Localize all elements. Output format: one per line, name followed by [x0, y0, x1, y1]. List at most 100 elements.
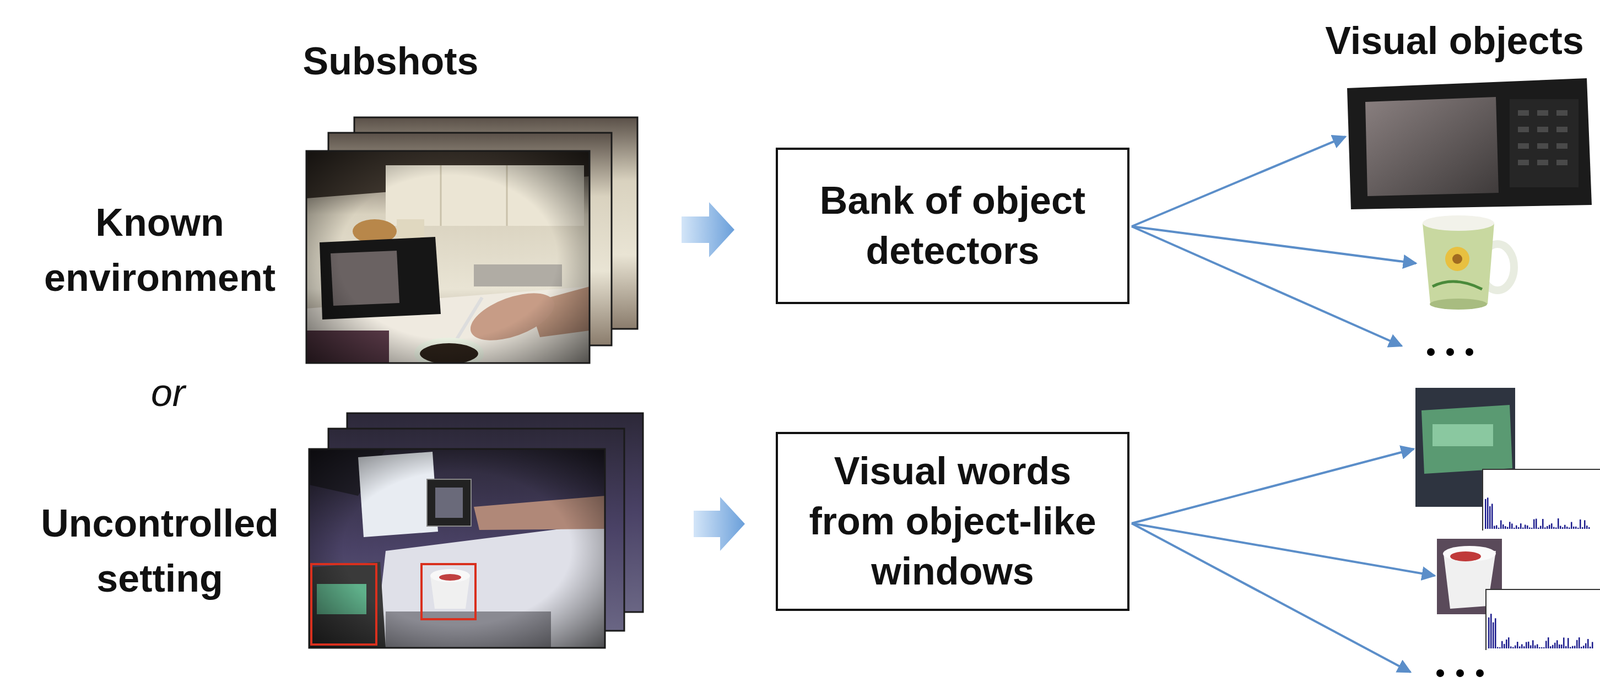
histogram-bar — [1588, 527, 1591, 529]
subshot-frames — [306, 150, 590, 364]
histogram-bar — [1524, 525, 1527, 529]
histogram-bar — [1548, 525, 1551, 529]
histogram-bar — [1515, 525, 1518, 529]
histogram-bar — [1488, 617, 1490, 649]
histogram-bar — [1581, 527, 1584, 529]
histogram-bar — [1521, 644, 1523, 649]
histogram-bar — [1544, 527, 1547, 529]
histogram-bar — [1498, 527, 1500, 529]
histogram-bar — [1528, 527, 1531, 529]
ellipsis-dots — [1456, 669, 1464, 678]
histogram-bar — [1573, 526, 1575, 529]
cup-picture — [1422, 215, 1495, 231]
fanout-arrows — [1131, 136, 1346, 227]
histogram-bar — [1552, 645, 1554, 649]
ellipsis-dots — [1476, 669, 1484, 678]
histogram-bar — [1558, 644, 1561, 649]
microwave-picture — [1347, 78, 1592, 210]
histogram-bar — [1534, 645, 1537, 649]
histogram-bar — [1527, 641, 1530, 649]
histogram-bar — [1546, 526, 1549, 529]
histogram-bar — [1512, 647, 1515, 649]
histogram-bar — [1519, 646, 1521, 649]
microwave-picture — [1537, 143, 1549, 149]
histogram-bar — [1516, 641, 1519, 649]
histogram-bar — [1494, 618, 1497, 649]
histogram-bar — [1587, 639, 1589, 649]
histogram-bar — [1557, 518, 1560, 529]
histogram-bar — [1495, 525, 1498, 529]
histogram-bar — [1556, 640, 1559, 649]
histogram-bar — [1522, 527, 1524, 529]
histogram-bar — [1568, 527, 1571, 529]
histogram-bar — [1504, 526, 1507, 529]
histogram-bar — [1520, 523, 1522, 529]
histogram-bar — [1555, 527, 1558, 529]
histogram-bar — [1575, 526, 1577, 529]
cup-picture — [1429, 298, 1488, 310]
histogram-bar — [1523, 646, 1526, 649]
histogram-bar — [1550, 523, 1553, 529]
histogram-bar — [1538, 647, 1541, 649]
microwave-picture — [1517, 126, 1529, 133]
histogram-bar — [1537, 527, 1540, 529]
cup-picture — [1445, 246, 1470, 272]
histogram-bar — [1491, 503, 1494, 529]
column-label: or — [85, 365, 251, 421]
histogram-bar — [1502, 524, 1505, 529]
microwave-picture — [1509, 99, 1579, 188]
microwave-picture — [1537, 110, 1549, 116]
histogram-bar — [1503, 644, 1506, 649]
microwave-picture — [1537, 126, 1549, 133]
histogram-bar — [1509, 521, 1511, 529]
ellipsis-dots — [1426, 348, 1435, 356]
histogram-bar — [1576, 640, 1578, 649]
microwave-picture — [1365, 96, 1499, 197]
box-text: Visual words from object-like windows — [790, 446, 1116, 597]
block-arrow — [693, 496, 745, 551]
ellipsis-dots — [1465, 348, 1474, 356]
histogram-bar — [1499, 647, 1501, 649]
process-box: Visual words from object-like windows — [775, 431, 1130, 612]
histogram-bar — [1533, 519, 1535, 529]
column-label: Visual objects — [1316, 13, 1593, 69]
microwave-picture — [1556, 159, 1568, 166]
histogram-bar — [1484, 499, 1487, 529]
patch-picture — [1450, 551, 1481, 562]
column-label: Subshots — [225, 33, 556, 89]
histogram-bar — [1493, 526, 1496, 529]
subshot-frames — [309, 449, 605, 648]
fanout-arrows — [1131, 523, 1435, 576]
histogram-bar — [1535, 519, 1538, 529]
histogram-bar — [1553, 527, 1555, 529]
histogram-bar — [1566, 526, 1569, 529]
subshot-frames — [311, 564, 377, 645]
cup-picture — [1422, 223, 1495, 305]
microwave-picture — [1556, 110, 1568, 116]
histogram-bar — [1513, 527, 1516, 529]
histogram-bar — [1541, 647, 1543, 649]
histogram-bar — [1564, 525, 1566, 529]
histogram-bar — [1526, 525, 1529, 529]
histogram-bar — [1567, 638, 1570, 649]
histogram-bar — [1492, 622, 1495, 649]
histogram-bar — [1559, 526, 1562, 529]
histogram-bar — [1547, 637, 1550, 649]
histogram-bar — [1530, 645, 1532, 649]
subshot-frames — [306, 150, 590, 364]
microwave-picture — [1556, 126, 1568, 133]
cup-picture — [1422, 215, 1515, 310]
histogram-bar — [1571, 646, 1574, 649]
histogram — [1485, 589, 1600, 651]
process-box: Bank of object detectors — [775, 147, 1130, 305]
histogram-bar — [1501, 641, 1504, 649]
histogram — [1482, 469, 1600, 531]
microwave-picture — [1556, 143, 1568, 149]
histogram-bar — [1569, 646, 1572, 649]
histogram-bar — [1507, 637, 1510, 649]
histogram-bar — [1577, 527, 1580, 529]
histogram-bar — [1586, 525, 1588, 529]
histogram-bar — [1560, 644, 1563, 649]
histogram-bar — [1543, 647, 1545, 649]
